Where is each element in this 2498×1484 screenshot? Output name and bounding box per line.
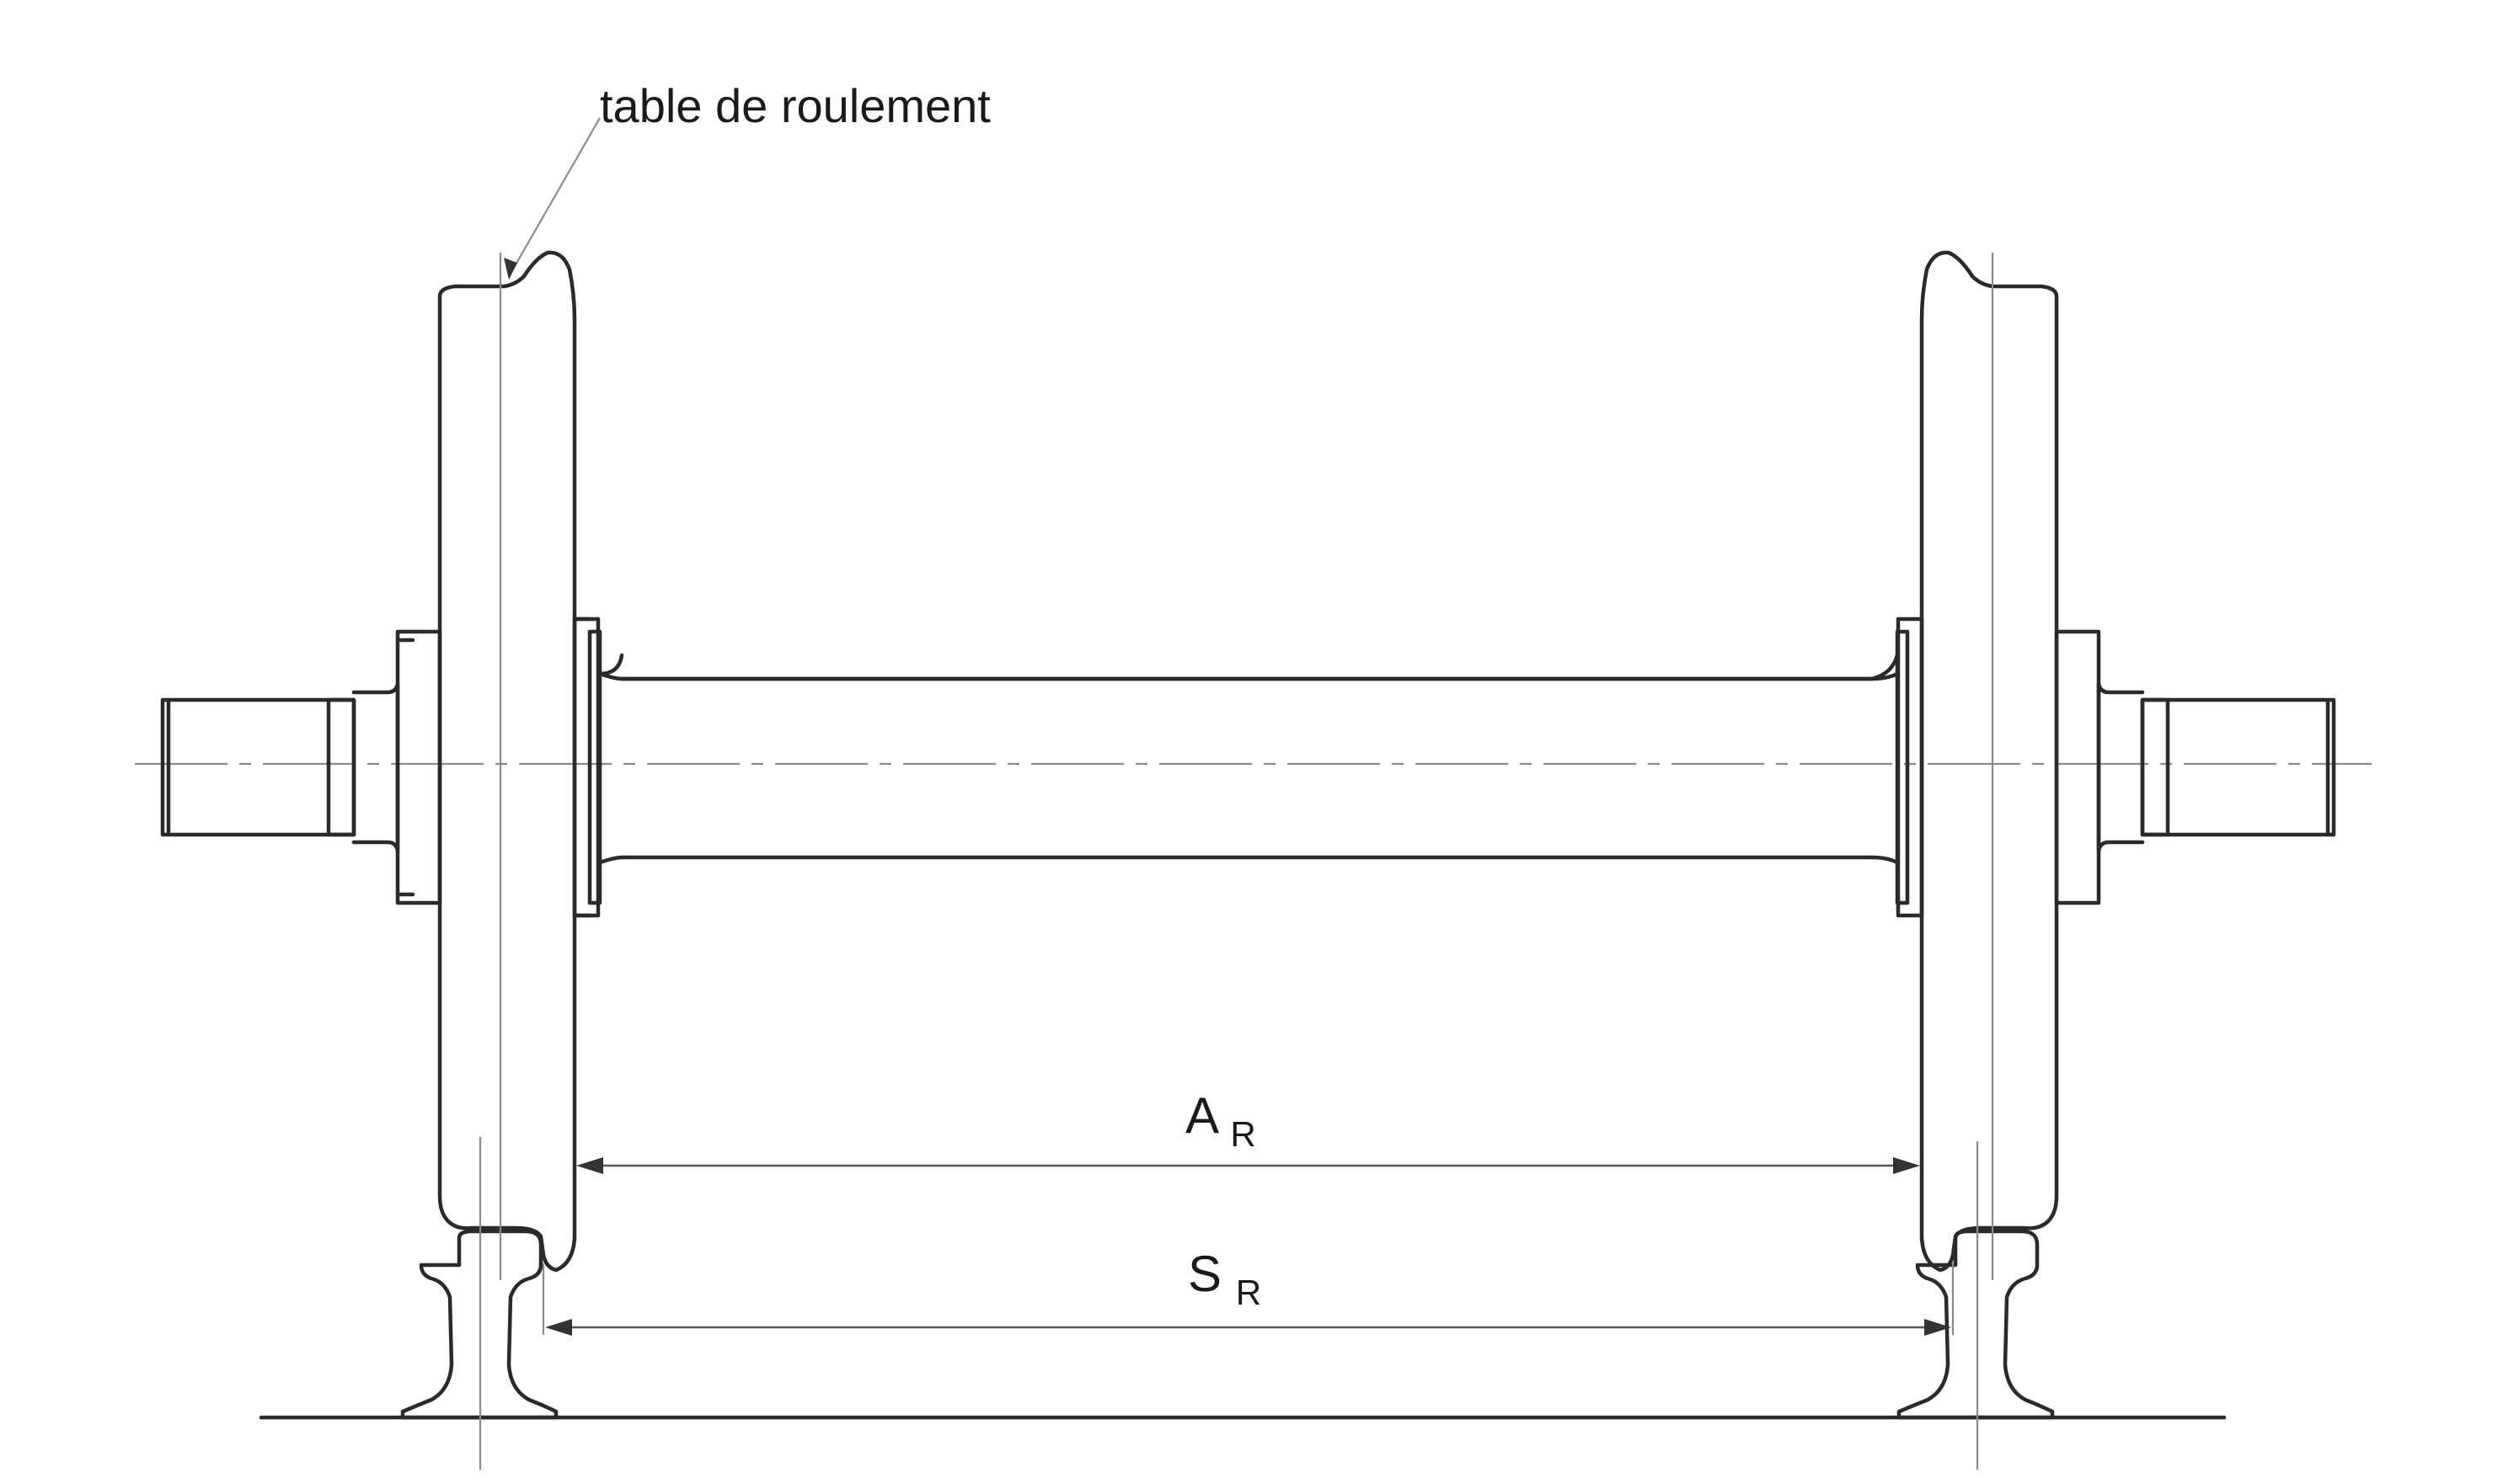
dimension-sr bbox=[542, 1263, 1955, 1336]
dimension-ar-main: A bbox=[1185, 1087, 1219, 1144]
dimension-sr-label: S R bbox=[1188, 1246, 1261, 1312]
dimension-ar-subscript: R bbox=[1230, 1114, 1255, 1154]
left-rail bbox=[400, 1229, 559, 1420]
running-surface-label: table de roulement bbox=[600, 79, 991, 132]
dimension-ar-label: A R bbox=[1185, 1087, 1256, 1154]
running-surface-leader bbox=[511, 117, 601, 273]
right-wheel bbox=[1895, 250, 2059, 1273]
axle bbox=[597, 653, 1900, 865]
left-wheel bbox=[437, 250, 602, 1273]
dimension-sr-subscript: R bbox=[1236, 1273, 1261, 1312]
right-rail bbox=[1896, 1229, 2055, 1420]
dimension-ar bbox=[576, 1157, 1920, 1174]
dimension-sr-main: S bbox=[1188, 1246, 1222, 1302]
left-journal bbox=[160, 629, 442, 905]
right-journal bbox=[2054, 629, 2336, 905]
